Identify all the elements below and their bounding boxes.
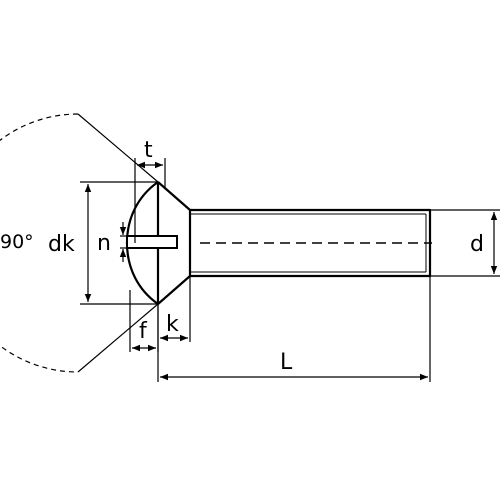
angle-dimension (0, 113, 159, 373)
angle-label: 90° (0, 231, 34, 253)
dk-dimension (80, 181, 158, 305)
k-dimension (160, 276, 191, 342)
L-dimension (157, 276, 431, 382)
slot (126, 235, 178, 249)
f-label: f (139, 319, 148, 344)
dk-label: dk (48, 232, 75, 257)
n-label: n (97, 231, 111, 256)
d-dimension (430, 209, 500, 277)
t-label: t (144, 138, 153, 163)
n-dimension (119, 222, 127, 262)
t-dimension (134, 158, 166, 243)
L-label: L (280, 350, 293, 375)
head-cone (157, 181, 192, 305)
d-label: d (470, 232, 484, 257)
k-label: k (166, 312, 179, 337)
